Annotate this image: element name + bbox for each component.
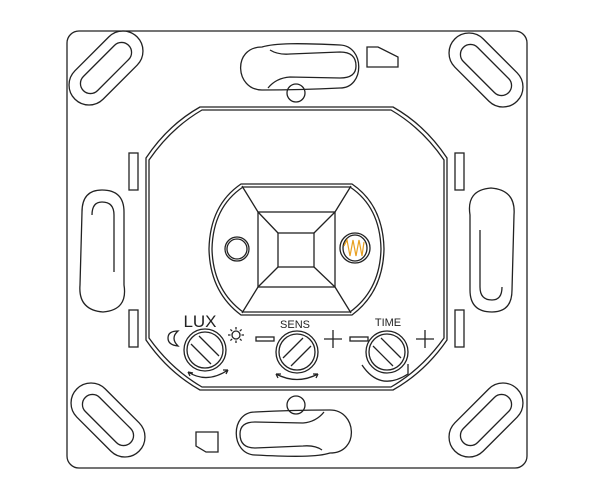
corner-slot-bottom-right — [448, 382, 524, 458]
tab-slot — [454, 152, 465, 191]
keyhole-slot-bottom — [195, 395, 352, 457]
time-plus — [416, 330, 434, 348]
lux-knob[interactable] — [183, 328, 227, 372]
sens-knob[interactable] — [275, 330, 319, 374]
time-label: TIME — [375, 317, 401, 329]
sens-plus — [324, 330, 342, 348]
moon-icon — [167, 330, 180, 347]
orientation-marker — [195, 431, 219, 453]
corner-slot-top-right — [448, 32, 524, 108]
lux-label: LUX — [183, 312, 216, 331]
sun-icon — [228, 327, 244, 343]
rotation-arrow-icon — [187, 369, 229, 379]
led-indicator-icon — [224, 236, 250, 262]
orientation-marker — [366, 46, 399, 68]
time-control[interactable]: TIME — [349, 317, 434, 382]
time-knob[interactable] — [365, 330, 409, 374]
keyhole-slot-top — [240, 43, 399, 103]
tab-slot — [128, 309, 139, 348]
tab-slot — [128, 152, 139, 191]
sensor-housing — [145, 106, 448, 391]
sens-label: SENS — [280, 319, 310, 331]
corner-slot-bottom-left — [70, 382, 146, 458]
pir-lens — [208, 183, 385, 316]
tab-slot — [454, 309, 465, 348]
sens-minus — [255, 336, 275, 342]
side-slot-left — [79, 189, 126, 313]
time-minus — [349, 336, 369, 342]
side-slot-right — [468, 187, 515, 313]
lux-control[interactable]: LUX — [167, 312, 244, 379]
sens-control[interactable]: SENS — [255, 319, 342, 381]
rotation-arrow-icon — [275, 373, 319, 381]
rotation-arrow-icon — [361, 364, 409, 382]
corner-slot-top-left — [68, 30, 144, 106]
mounting-plate — [66, 30, 528, 469]
sensor-wave-icon — [339, 232, 371, 264]
